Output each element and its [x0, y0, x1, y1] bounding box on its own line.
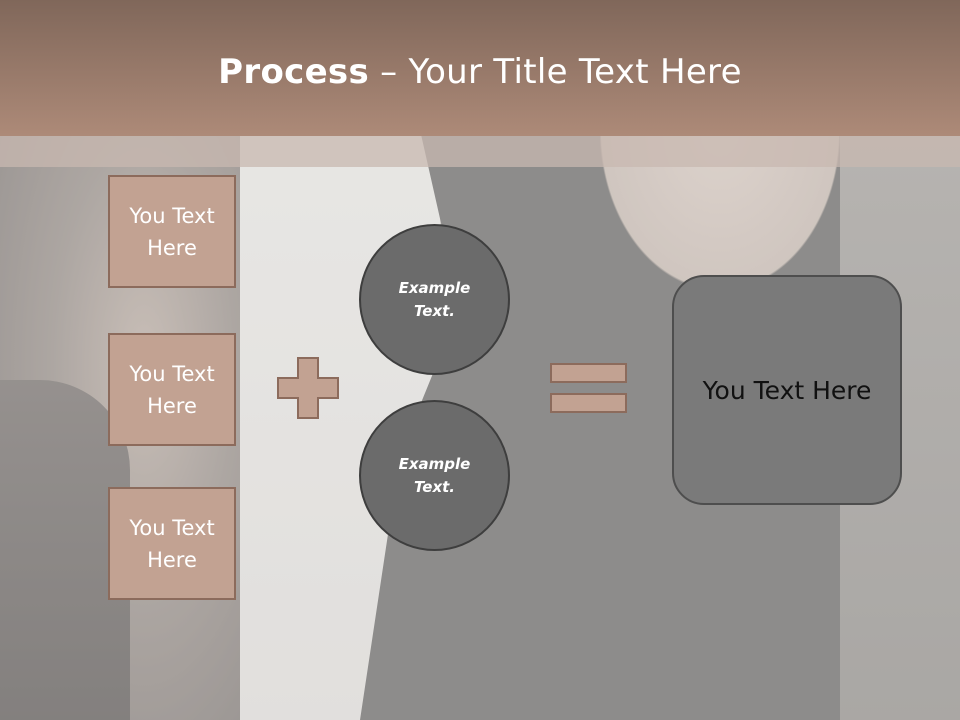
slide-title-rest: – Your Title Text Here: [369, 52, 742, 92]
input-box-3[interactable]: You Text Here: [108, 487, 236, 600]
example-circle-2[interactable]: Example Text.: [359, 400, 510, 551]
title-bar-band: [0, 136, 960, 167]
input-box-2-label: You Text Here: [129, 361, 215, 418]
equals-bar-bottom: [550, 393, 627, 413]
input-box-1-label: You Text Here: [129, 203, 215, 260]
example-circle-1[interactable]: Example Text.: [359, 224, 510, 375]
input-box-1[interactable]: You Text Here: [108, 175, 236, 288]
slide-title: Process – Your Title Text Here: [0, 52, 960, 92]
plus-icon: [277, 357, 339, 419]
input-box-3-label: You Text Here: [129, 515, 215, 572]
example-circle-2-label: Example Text.: [398, 454, 471, 496]
title-bar: [0, 0, 960, 136]
equals-bar-top: [550, 363, 627, 383]
input-box-2[interactable]: You Text Here: [108, 333, 236, 446]
example-circle-1-label: Example Text.: [398, 278, 471, 320]
slide-title-bold: Process: [218, 52, 370, 92]
result-box[interactable]: You Text Here: [672, 275, 902, 505]
result-box-label: You Text Here: [702, 375, 872, 405]
